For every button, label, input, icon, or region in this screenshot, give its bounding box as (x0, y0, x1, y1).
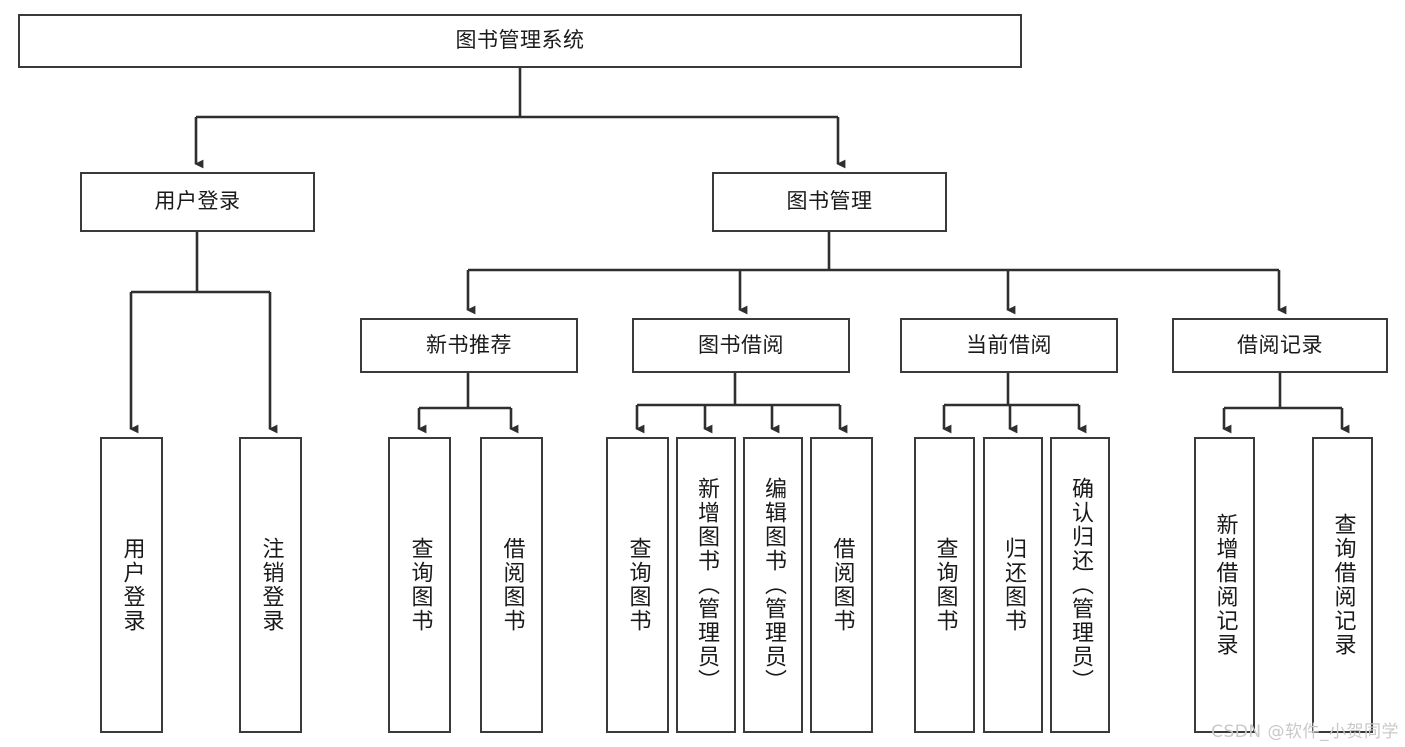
node-root-label: 图书管理系统 (455, 28, 585, 53)
leaf-user-login[interactable]: 用户登录 (100, 437, 163, 733)
leaf-return-book-label: 归还图书 (1000, 537, 1026, 633)
leaf-borrow-book-2[interactable]: 借阅图书 (810, 437, 873, 733)
node-book-borrow[interactable]: 图书借阅 (632, 318, 850, 373)
leaf-query-book-3-label: 查询图书 (932, 537, 958, 633)
leaf-query-book-3[interactable]: 查询图书 (914, 437, 975, 733)
csdn-watermark: CSDN @软件_小贺同学 (1211, 722, 1399, 742)
leaf-edit-book[interactable]: 编辑图书（管理员） (743, 437, 803, 733)
leaf-return-book[interactable]: 归还图书 (983, 437, 1043, 733)
node-user-login-label: 用户登录 (154, 189, 241, 214)
leaf-query-record-label: 查询借阅记录 (1330, 513, 1356, 657)
leaf-add-record[interactable]: 新增借阅记录 (1194, 437, 1255, 733)
leaf-query-record[interactable]: 查询借阅记录 (1312, 437, 1373, 733)
leaf-add-record-label: 新增借阅记录 (1212, 513, 1238, 657)
node-borrow-record-label: 借阅记录 (1237, 332, 1323, 357)
node-book-manage[interactable]: 图书管理 (712, 172, 947, 232)
leaf-user-login-label: 用户登录 (119, 537, 145, 633)
leaf-logout-login-label: 注销登录 (258, 537, 284, 633)
leaf-query-book-2-label: 查询图书 (625, 537, 651, 633)
node-book-manage-label: 图书管理 (786, 189, 873, 214)
leaf-borrow-book-2-label: 借阅图书 (829, 537, 855, 633)
leaf-query-book-1[interactable]: 查询图书 (388, 437, 451, 733)
node-current-borrow-label: 当前借阅 (966, 332, 1052, 357)
leaf-confirm-return-label: 确认归还（管理员） (1067, 477, 1093, 693)
leaf-query-book-1-label: 查询图书 (407, 537, 433, 633)
node-root[interactable]: 图书管理系统 (18, 14, 1022, 68)
node-new-book-recommend-label: 新书推荐 (426, 332, 512, 357)
node-new-book-recommend[interactable]: 新书推荐 (360, 318, 578, 373)
leaf-borrow-book-1[interactable]: 借阅图书 (480, 437, 543, 733)
node-user-login[interactable]: 用户登录 (80, 172, 315, 232)
node-current-borrow[interactable]: 当前借阅 (900, 318, 1118, 373)
leaf-add-book-label: 新增图书（管理员） (693, 477, 719, 693)
leaf-logout-login[interactable]: 注销登录 (239, 437, 302, 733)
node-book-borrow-label: 图书借阅 (698, 332, 784, 357)
leaf-borrow-book-1-label: 借阅图书 (499, 537, 525, 633)
leaf-query-book-2[interactable]: 查询图书 (606, 437, 669, 733)
leaf-add-book[interactable]: 新增图书（管理员） (676, 437, 736, 733)
leaf-confirm-return[interactable]: 确认归还（管理员） (1050, 437, 1110, 733)
leaf-edit-book-label: 编辑图书（管理员） (760, 477, 786, 693)
node-borrow-record[interactable]: 借阅记录 (1172, 318, 1388, 373)
